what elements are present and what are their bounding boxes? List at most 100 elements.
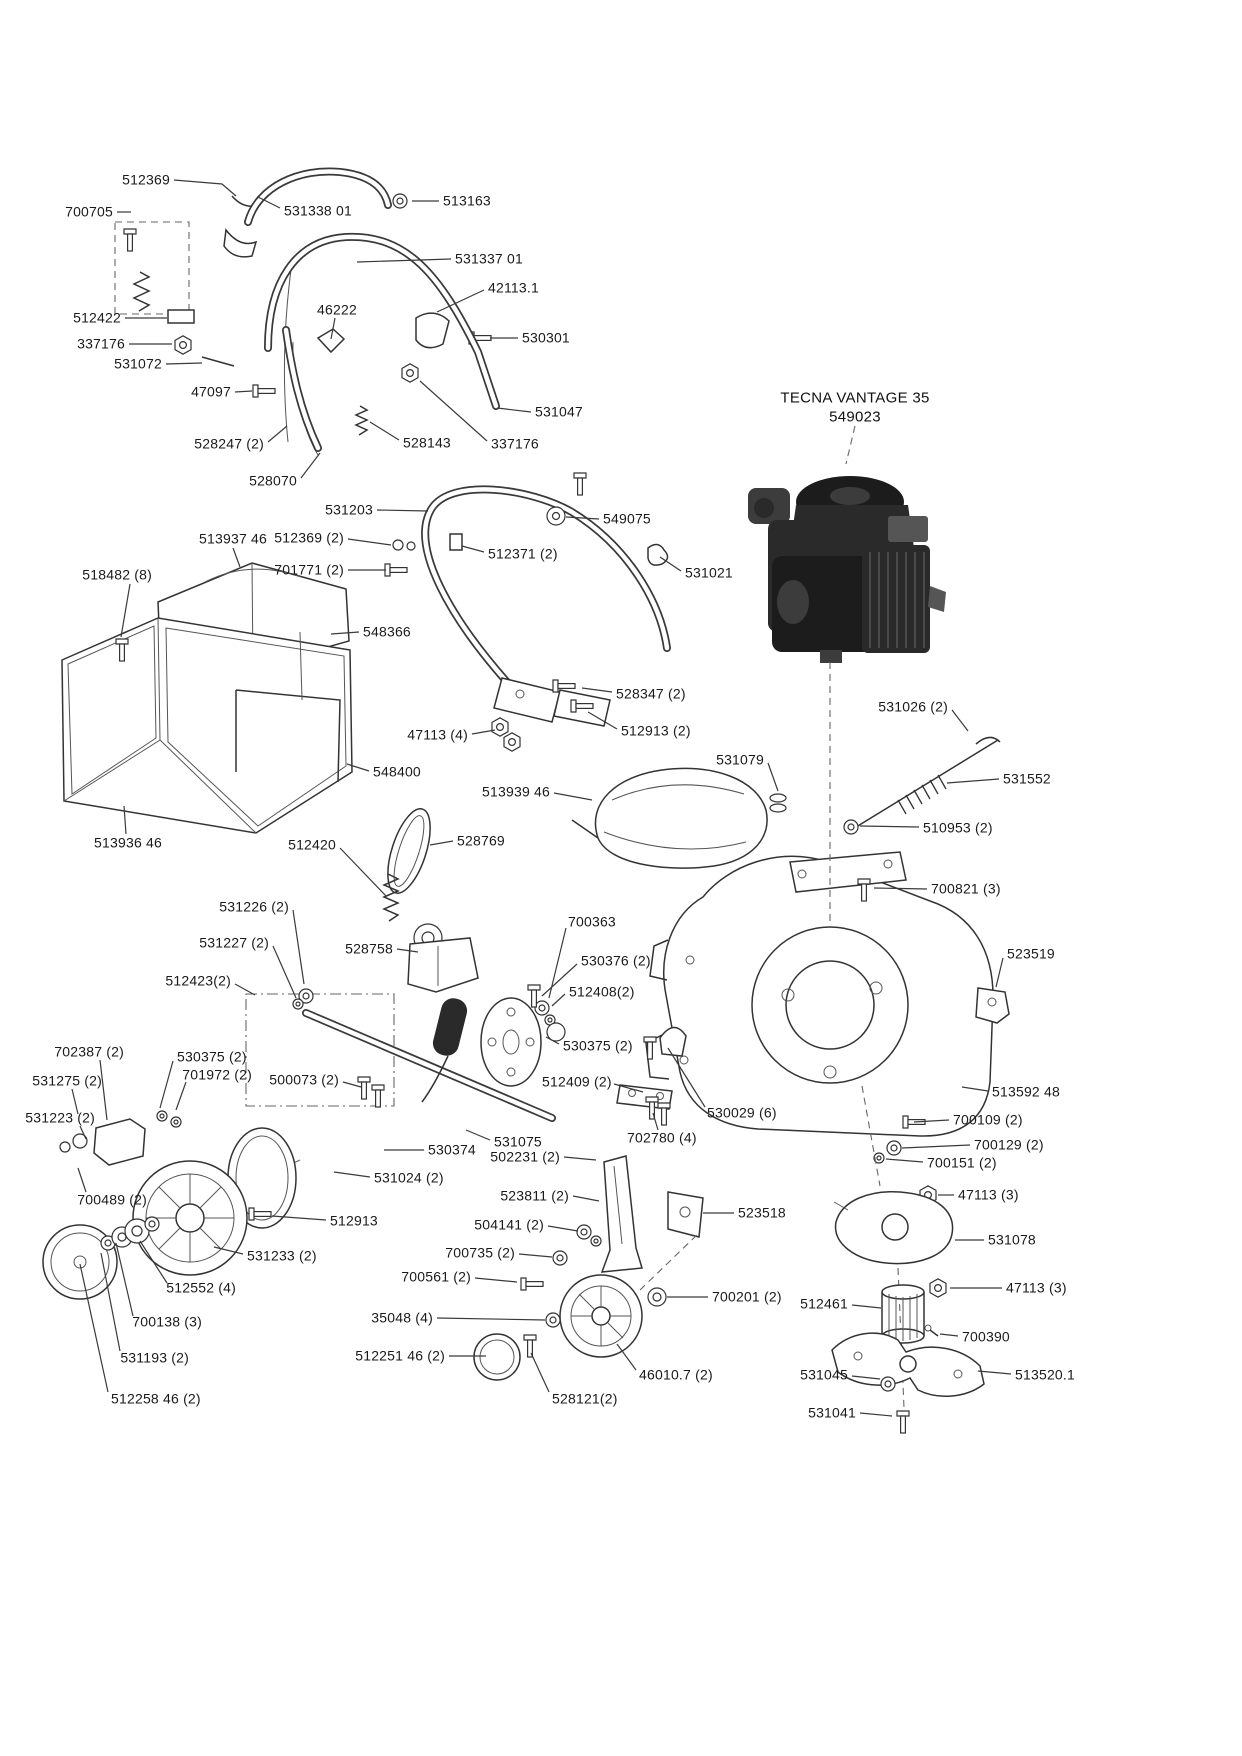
leader-line [396, 948, 419, 953]
height-adjust-lever [600, 1155, 704, 1307]
part-label-512913-2: 512913 (2) [621, 722, 691, 739]
leader-line [346, 763, 370, 772]
part-label-700489-2: 700489 (2) [77, 1191, 147, 1208]
part-label-513937-46: 513937 46 [199, 530, 267, 547]
leader-line [115, 1242, 134, 1317]
part-label-523518: 523518 [738, 1204, 786, 1221]
leader-line [175, 1081, 187, 1111]
part-label-702780-4: 702780 (4) [627, 1129, 697, 1146]
leader-line [541, 963, 578, 997]
grass-catcher [61, 562, 353, 834]
part-label-528143: 528143 [403, 434, 451, 451]
part-label-512409-2: 512409 (2) [542, 1073, 612, 1090]
leader-line [767, 762, 779, 792]
leader-line [347, 538, 392, 546]
part-label-531233-2: 531233 (2) [247, 1247, 317, 1264]
part-label-47097: 47097 [191, 383, 231, 400]
leader-line [995, 957, 1004, 988]
part-label-700109-2: 700109 (2) [953, 1111, 1023, 1128]
part-label-47113-3: 47113 (3) [958, 1186, 1019, 1203]
part-label-512913: 512913 [330, 1212, 378, 1229]
leader-line [429, 840, 454, 846]
belt-and-gearbox [245, 808, 566, 1122]
leader-line [946, 778, 1000, 784]
leader-line [232, 547, 241, 568]
leader-line [901, 1144, 971, 1149]
part-label-510953-2: 510953 (2) [923, 819, 993, 836]
part-label-35048-4: 35048 (4) [371, 1309, 433, 1326]
leader-line [652, 1112, 659, 1131]
leader-line [471, 729, 496, 735]
leader-line [257, 196, 281, 209]
part-label-531552: 531552 [1003, 770, 1051, 787]
leader-line [659, 556, 682, 572]
part-label-528247-2: 528247 (2) [194, 435, 264, 452]
part-label-530375-2: 530375 (2) [177, 1048, 247, 1065]
part-label-700363: 700363 [568, 913, 616, 930]
leader-line [667, 1047, 706, 1108]
part-label-512552-4: 512552 (4) [166, 1279, 236, 1296]
part-label-701972-2: 701972 (2) [182, 1066, 252, 1083]
part-label-528769: 528769 [457, 832, 505, 849]
leader-line [79, 1125, 87, 1140]
part-label-530301: 530301 [522, 329, 570, 346]
leader-line [99, 1059, 108, 1121]
leader-line [616, 1343, 637, 1371]
leader-line [563, 1156, 597, 1161]
leader-line [356, 258, 452, 263]
part-label-700561-2: 700561 (2) [401, 1268, 471, 1285]
leader-line [330, 317, 336, 340]
part-label-512461: 512461 [800, 1295, 848, 1312]
leader-line [339, 847, 387, 897]
leader-line [474, 1277, 518, 1283]
leader-line [939, 1333, 959, 1337]
leader-line [369, 421, 400, 441]
part-label-512369-2: 512369 (2) [274, 529, 344, 546]
leader-line [79, 1263, 109, 1393]
part-label-512371-2: 512371 (2) [488, 545, 558, 562]
leader-line [565, 516, 600, 520]
part-label-700151-2: 700151 (2) [927, 1154, 997, 1171]
leader-line [120, 583, 131, 638]
leader-line [545, 1036, 560, 1045]
part-label-700735-2: 700735 (2) [445, 1244, 515, 1261]
part-label-502231-2: 502231 (2) [490, 1148, 560, 1165]
leader-line [173, 179, 237, 197]
part-label-523811-2: 523811 (2) [500, 1187, 569, 1204]
leader-line [292, 909, 305, 985]
leader-line [885, 1158, 924, 1163]
part-label-528758: 528758 [345, 940, 393, 957]
part-label-700129-2: 700129 (2) [974, 1136, 1044, 1153]
part-label-531072: 531072 [114, 355, 162, 372]
part-label-46222: 46222 [317, 301, 357, 318]
part-label-47113-4: 47113 (4) [407, 726, 468, 743]
part-label-700201-2: 700201 (2) [712, 1288, 782, 1305]
leader-line [465, 1129, 491, 1141]
part-label-500073-2: 500073 (2) [269, 1071, 339, 1088]
leader-line [553, 792, 593, 801]
upper-handlebar [244, 167, 500, 452]
part-label-531203: 531203 [325, 501, 373, 518]
leader-line [376, 509, 429, 512]
part-label-531078: 531078 [988, 1231, 1036, 1248]
part-label-512251-46-2: 512251 46 (2) [355, 1347, 445, 1364]
part-label-47113-3: 47113 (3) [1006, 1279, 1067, 1296]
part-label-512422: 512422 [73, 309, 121, 326]
part-label-530376-2: 530376 (2) [581, 952, 651, 969]
leader-line [547, 1225, 579, 1232]
leader-line [300, 452, 321, 479]
part-label-46010.7-2: 46010.7 (2) [639, 1366, 713, 1383]
leader-line [851, 1304, 882, 1309]
leader-line [518, 1253, 553, 1258]
part-label-513936-46: 513936 46 [94, 834, 162, 851]
lower-handlebar [384, 472, 671, 752]
leader-line [71, 1088, 79, 1115]
part-label-531045: 531045 [800, 1366, 848, 1383]
part-label-337176: 337176 [77, 335, 125, 352]
part-label-531227-2: 531227 (2) [199, 934, 269, 951]
leader-line [859, 825, 920, 828]
part-label-531226-2: 531226 (2) [219, 898, 289, 915]
leader-line [461, 545, 485, 553]
leader-line [951, 709, 969, 732]
